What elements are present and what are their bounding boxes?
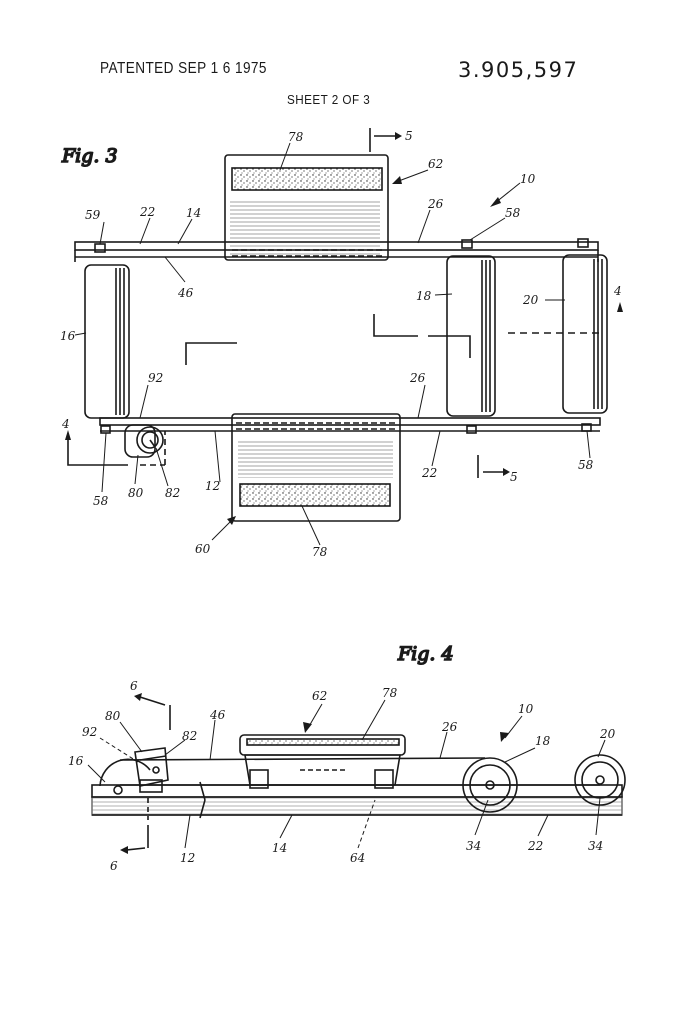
label-26: 26 xyxy=(441,720,458,734)
label-5-lower: 5 xyxy=(510,470,518,484)
label-12: 12 xyxy=(205,479,220,493)
label-14: 14 xyxy=(272,841,287,855)
label-46: 46 xyxy=(209,708,226,722)
label-64: 64 xyxy=(350,851,365,865)
label-62: 62 xyxy=(428,157,443,171)
roller-16 xyxy=(84,264,130,419)
motor-80 xyxy=(124,424,164,458)
label-26: 26 xyxy=(427,197,444,211)
label-58-right: 58 xyxy=(578,458,594,472)
section-line-4-left xyxy=(65,302,623,466)
label-58: 58 xyxy=(505,206,521,220)
label-34: 34 xyxy=(466,839,481,853)
label-6-lower: 6 xyxy=(110,859,118,873)
motor-80-side xyxy=(134,747,169,793)
label-59: 59 xyxy=(85,208,101,222)
label-62: 62 xyxy=(312,689,327,703)
corner-marks xyxy=(185,314,471,365)
label-18: 18 xyxy=(416,289,432,303)
label-92: 92 xyxy=(82,725,97,739)
bottom-rail xyxy=(99,417,601,432)
label-46: 46 xyxy=(177,286,194,300)
label-20: 20 xyxy=(522,293,539,307)
label-12: 12 xyxy=(180,851,195,865)
label-92: 92 xyxy=(148,371,163,385)
section-line-5 xyxy=(369,128,510,478)
label-5: 5 xyxy=(405,129,413,143)
roller-20 xyxy=(562,254,608,414)
label-6: 6 xyxy=(130,679,138,693)
fig4-leaders xyxy=(87,699,606,849)
drive-roller-16 xyxy=(99,758,151,795)
label-78: 78 xyxy=(288,130,304,144)
label-22-lower: 22 xyxy=(421,466,437,480)
label-60: 60 xyxy=(195,542,211,556)
fig3-title: Fig. 3 xyxy=(61,145,118,167)
label-80: 80 xyxy=(128,486,144,500)
fig3-leaders xyxy=(74,142,591,546)
tray-60 xyxy=(231,413,401,522)
rail-bolts xyxy=(94,238,592,434)
tray-62 xyxy=(224,154,389,261)
side-frame xyxy=(91,781,623,819)
label-20: 20 xyxy=(599,727,616,741)
label-58-left: 58 xyxy=(93,494,109,508)
patented-date: PATENTED SEP 1 6 1975 xyxy=(100,60,267,77)
figure-3: Fig. 3 xyxy=(60,128,623,559)
section-line-6 xyxy=(120,693,171,854)
tray-62-side xyxy=(239,734,406,789)
sheet-number: SHEET 2 OF 3 xyxy=(287,92,371,107)
label-4-left: 4 xyxy=(61,417,70,431)
label-34-right: 34 xyxy=(588,839,603,853)
label-78-lower: 78 xyxy=(312,545,328,559)
fig4-title: Fig. 4 xyxy=(397,643,454,665)
label-78: 78 xyxy=(382,686,398,700)
label-10: 10 xyxy=(518,702,534,716)
figure-4: Fig. 4 xyxy=(68,642,626,873)
label-80: 80 xyxy=(105,709,121,723)
label-22: 22 xyxy=(139,205,155,219)
label-4: 4 xyxy=(613,284,622,298)
patent-number: 3.905,597 xyxy=(458,58,579,82)
label-16: 16 xyxy=(60,329,76,343)
label-18: 18 xyxy=(535,734,551,748)
roller-20-side xyxy=(574,754,626,806)
label-26-lower: 26 xyxy=(409,371,426,385)
label-14: 14 xyxy=(186,206,201,220)
label-16: 16 xyxy=(68,754,84,768)
label-10: 10 xyxy=(520,172,536,186)
roller-18-side xyxy=(462,757,518,813)
label-22: 22 xyxy=(527,839,543,853)
label-82: 82 xyxy=(182,729,197,743)
label-82: 82 xyxy=(165,486,180,500)
belt-46 xyxy=(119,757,600,786)
